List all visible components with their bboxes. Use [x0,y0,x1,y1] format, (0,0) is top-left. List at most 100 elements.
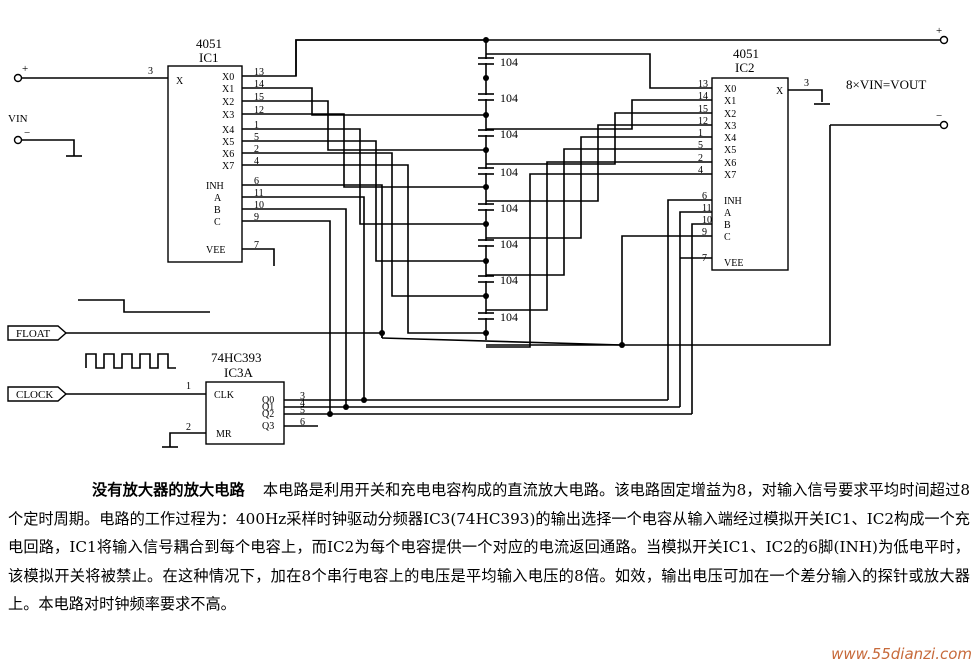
ic1-b-wire [242,208,347,407]
ic1-out-wire [242,152,486,297]
caption-body: 本电路是利用开关和充电电容构成的直流放大电路。该电路固定增益为8，对输入信号要求… [8,481,971,613]
mr-wire [169,432,206,447]
ic1-ctl-INH: INH [206,181,224,192]
cap-gap [483,169,489,173]
ic3-out-pin-6: 6 [300,417,305,428]
ic1-ctl-pin-11: 11 [254,188,264,199]
junction-dot [619,342,625,348]
ic3-ref: IC3A [224,365,254,380]
cap-label-1: 104 [500,55,518,69]
ic2-ctl-pin-9: 9 [702,227,707,238]
ic2-inh-wire [621,235,712,345]
parts [7,57,789,445]
vin-minus-wire [22,139,75,156]
ic2-ctl-pin-7: 7 [702,253,707,264]
ic1-ctl-pin-9: 9 [254,212,259,223]
ic2-in-X3: X3 [724,121,736,132]
ic1-ref: IC1 [199,50,219,65]
ic3-out-Q1: Q1 [262,402,274,413]
clock-port [7,386,68,402]
out-minus-sign: − [936,110,942,122]
ic2-in-X7: X7 [724,170,736,181]
ic2-in-pin-12: 12 [698,116,708,127]
ic2-in-X6: X6 [724,158,736,169]
ic3-out-Q2: Q2 [262,409,274,420]
ic1-out-wire [242,140,486,262]
ic2-in-X1: X1 [724,96,736,107]
wires [13,35,949,448]
ic1-part: 4051 [196,36,222,51]
ic1-ctl-pin-10: 10 [254,200,264,211]
ic1-out-pin-4: 4 [254,156,259,167]
ic1-out-pin-12: 12 [254,105,264,116]
ic3-part: 74HC393 [211,350,262,365]
ic2-in-wire [486,136,712,239]
ic2-in-wire [486,173,712,348]
ic1-out-pin-1: 1 [254,120,259,131]
ic2-ctl-VEE: VEE [724,258,743,269]
ic2-a-wire [667,199,712,400]
ic1-out-X4: X4 [222,125,234,136]
cap-gap [483,314,489,318]
ic1-out-pin-15: 15 [254,92,264,103]
ic2-in-X5: X5 [724,145,736,156]
junction-dot [327,411,333,417]
out-plus-sign: + [936,25,942,37]
ic3-out-pin-5: 5 [300,405,305,416]
terminal [939,35,949,45]
ic1-out-pin-2: 2 [254,144,259,155]
terminal [939,120,949,130]
ic2-in-pin-5: 5 [698,140,703,151]
junction-dot [483,293,489,299]
cap-gap [483,241,489,245]
caption: 没有放大器的放大电路本电路是利用开关和充电电容构成的直流放大电路。该电路固定增益… [8,476,970,619]
terminal [13,73,23,83]
ic2-ctl-pin-10: 10 [702,215,712,226]
clock-label: CLOCK [16,389,53,401]
ic1-out-wire [242,100,486,151]
cap-label-2: 104 [500,91,518,105]
ic2-c-wire [691,223,712,414]
ic2-in-X4: X4 [724,133,736,144]
ic2-body [711,77,789,271]
ic3-body [205,381,285,445]
ic2-in-pin-2: 2 [698,153,703,164]
junction-dot [343,404,349,410]
cap-label-3: 104 [500,127,518,141]
ic1-out-X7: X7 [222,161,234,172]
ic2-in-pin-1: 1 [698,128,703,139]
cap-gap [483,277,489,281]
ic3-mr-pin: 2 [186,422,191,433]
ic1-ctl-C: C [214,217,221,228]
ic3-mr-label: MR [216,429,232,440]
ic3-out-Q3: Q3 [262,421,274,432]
ic1-ctl-pin-7: 7 [254,240,259,251]
ic2-in-pin-4: 4 [698,165,703,176]
ic2-ref: IC2 [735,60,755,75]
ic3-out-pin-4: 4 [300,398,305,409]
junction-dot [379,330,385,336]
float-inh-bridge [381,337,623,346]
ic2-in-wire [486,148,712,276]
ic2-in-X2: X2 [724,109,736,120]
junction-dot [483,330,489,336]
ic1-ctl-VEE: VEE [206,245,225,256]
vin-minus-sign: − [24,127,30,139]
ic1-x0-wire [295,39,486,76]
ic1-inh-wire [242,184,383,338]
ic2-in-pin-15: 15 [698,104,708,115]
ic1-out-pin-14: 14 [254,79,264,90]
gain-equation: 8×VIN=VOUT [846,77,926,92]
ic1-vee-wire [242,248,275,266]
ic2-in-wire [486,112,712,165]
junction-dot [483,258,489,264]
ic2-in-pin-14: 14 [698,91,708,102]
ic1-ctl-A: A [214,193,222,204]
ic2-ctl-C: C [724,232,731,243]
cap-label-7: 104 [500,273,518,287]
junction-dot [483,112,489,118]
vin-plus-sign: + [22,63,28,75]
junction-dot [483,147,489,153]
ic1-ctl-pin-6: 6 [254,176,259,187]
ic2-in-wire [486,161,712,311]
